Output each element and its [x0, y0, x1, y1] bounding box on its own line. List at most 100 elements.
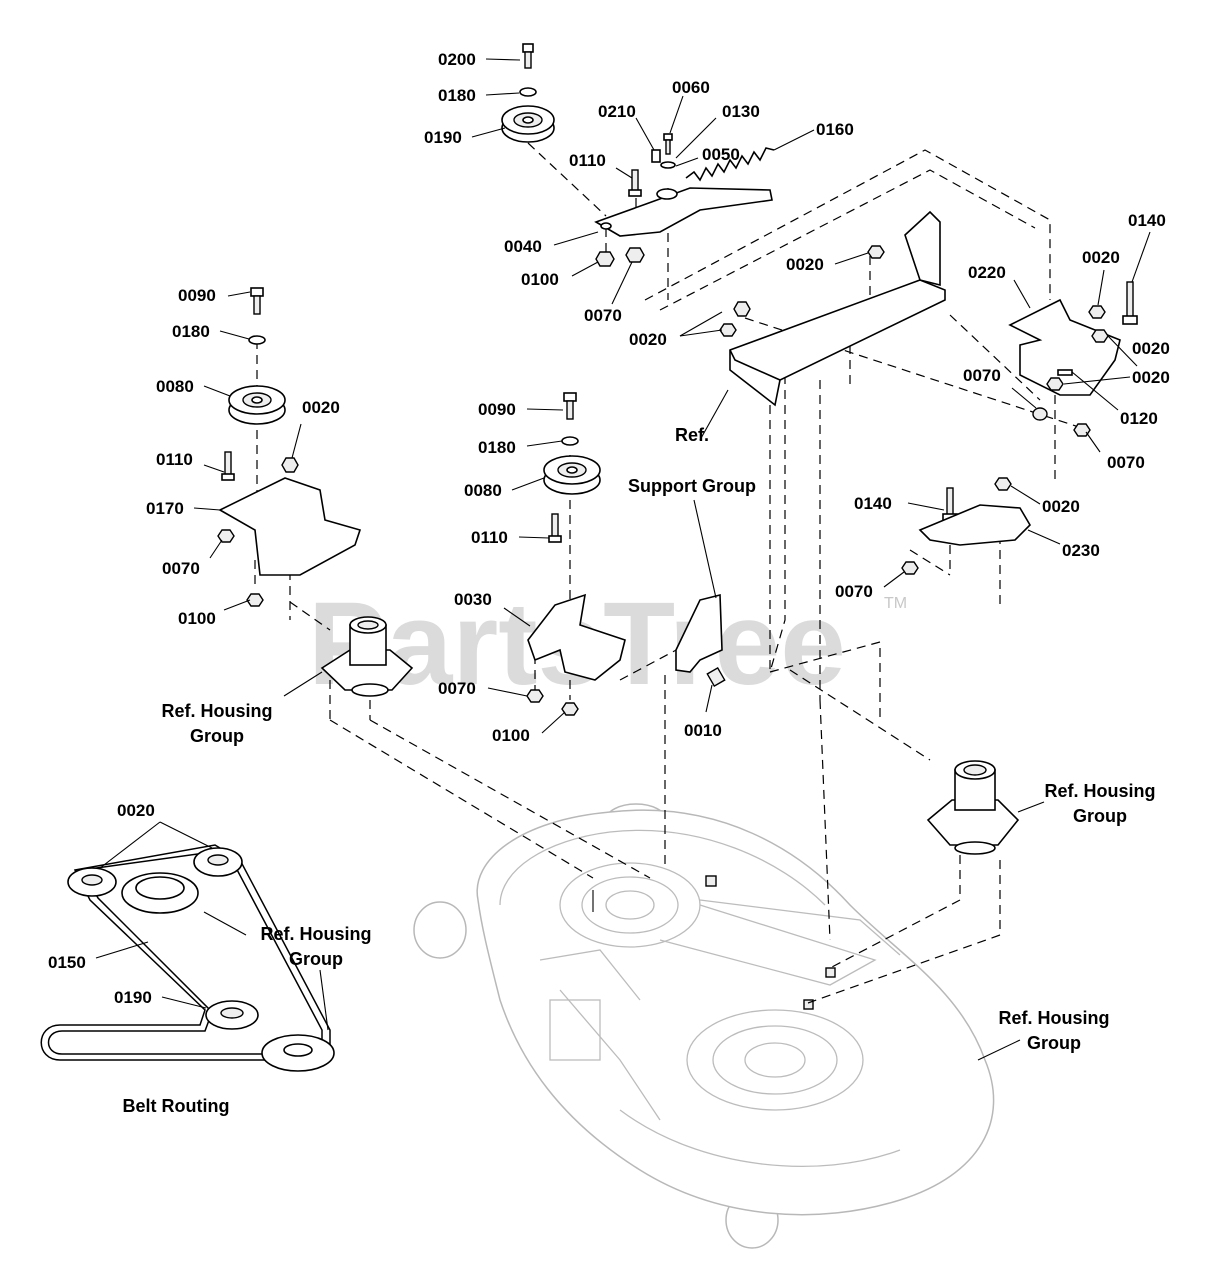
label-0130: 0130 [722, 102, 760, 121]
label-0170: 0170 [146, 499, 184, 518]
label-0180: 0180 [438, 86, 476, 105]
label-0090: 0090 [478, 400, 516, 419]
ref-housing-left-line1: Ref. Housing [162, 701, 273, 721]
label-0070: 0070 [963, 366, 1001, 385]
label-0160: 0160 [816, 120, 854, 139]
nut-0070-right-a [1032, 407, 1048, 421]
spring-0160 [685, 147, 775, 182]
nut-0020-left [281, 457, 299, 473]
belt-routing-caption: Belt Routing [123, 1096, 230, 1116]
nut-0070-right-b [1073, 423, 1091, 437]
label-0100: 0100 [521, 270, 559, 289]
reference-labels: Ref. Support Group Ref. Housing Group Re… [123, 425, 1156, 1116]
bolt-0200 [522, 43, 534, 69]
label-0020: 0020 [302, 398, 340, 417]
bracket-0230 [918, 504, 1032, 546]
leader-lines [95, 58, 1151, 1061]
label-0010: 0010 [684, 721, 722, 740]
washer-0180-mid [561, 436, 579, 446]
ref-housing-deck-line1: Ref. Housing [999, 1008, 1110, 1028]
ref-support-line1: Ref. [675, 425, 709, 445]
idler-arm-0040 [594, 187, 773, 237]
label-0020: 0020 [1082, 248, 1120, 267]
support-strap [675, 593, 723, 673]
nut-0100-mid [561, 702, 579, 716]
belt-routing [40, 844, 335, 1072]
nut-0070-right-c [901, 561, 919, 575]
nut-0020-d [1091, 329, 1109, 343]
label-0070: 0070 [1107, 453, 1145, 472]
label-0050: 0050 [702, 145, 740, 164]
housing-left [320, 616, 414, 697]
label-0060: 0060 [672, 78, 710, 97]
label-0110: 0110 [569, 151, 606, 170]
pulley-0080-left [228, 385, 286, 425]
label-0100: 0100 [492, 726, 530, 745]
label-0140: 0140 [854, 494, 892, 513]
label-0040: 0040 [504, 237, 542, 256]
housing-right [926, 760, 1020, 855]
bolt-0120 [1057, 369, 1073, 376]
label-0210: 0210 [598, 102, 636, 121]
nut-0070-mid [526, 689, 544, 703]
label-0190: 0190 [424, 128, 462, 147]
label-0200: 0200 [438, 50, 476, 69]
bracket-0170 [218, 477, 362, 576]
ref-support-line2: Support Group [628, 476, 756, 496]
ref-housing-belt-line1: Ref. Housing [261, 924, 372, 944]
nut-0020-right [994, 477, 1012, 491]
ref-housing-deck-line2: Group [1027, 1033, 1081, 1053]
watermark-tm: TM [884, 595, 907, 612]
label-0110: 0110 [471, 528, 508, 547]
mower-deck [413, 803, 995, 1249]
label-0070: 0070 [162, 559, 200, 578]
nut-0100-top [595, 251, 615, 267]
label-0080: 0080 [156, 377, 194, 396]
label-0100: 0100 [178, 609, 216, 628]
label-0140: 0140 [1128, 211, 1166, 230]
ref-housing-right-line1: Ref. Housing [1045, 781, 1156, 801]
stud-0110-left [221, 451, 235, 481]
label-0070: 0070 [584, 306, 622, 325]
pulley-0190-top [501, 105, 555, 143]
label-0020: 0020 [629, 330, 667, 349]
label-0220: 0220 [968, 263, 1006, 282]
label-0020: 0020 [117, 801, 155, 820]
nut-0070-top [625, 247, 645, 263]
ref-housing-left-line2: Group [190, 726, 244, 746]
bolt-0060 [663, 133, 673, 155]
label-0110: 0110 [156, 450, 193, 469]
nut-0100-left [246, 593, 264, 607]
label-0020: 0020 [1132, 339, 1170, 358]
bolt-0090-mid [563, 392, 577, 420]
label-0120: 0120 [1120, 409, 1158, 428]
pulley-0080-mid [543, 455, 601, 495]
ref-housing-belt-line2: Group [289, 949, 343, 969]
support-bracket [729, 210, 946, 407]
label-0030: 0030 [454, 590, 492, 609]
label-0230: 0230 [1062, 541, 1100, 560]
stud-0110-top [628, 169, 642, 197]
label-0180: 0180 [172, 322, 210, 341]
label-0090: 0090 [178, 286, 216, 305]
bolt-0090-left [250, 287, 264, 315]
washer-0180-left [248, 335, 266, 345]
idler-arm-hole [600, 222, 612, 230]
label-0020: 0020 [1042, 497, 1080, 516]
label-0020: 0020 [1132, 368, 1170, 387]
screw-0010 [706, 666, 726, 688]
nut-0020-e [1046, 377, 1064, 391]
ref-housing-right-line2: Group [1073, 806, 1127, 826]
stud-0110-mid [548, 513, 562, 543]
bracket-0220 [1008, 298, 1121, 396]
label-0190: 0190 [114, 988, 152, 1007]
label-0070: 0070 [438, 679, 476, 698]
bolt-0210 [651, 149, 661, 163]
nut-0020-c [1088, 305, 1106, 319]
nut-0020-b [719, 323, 737, 337]
label-0180: 0180 [478, 438, 516, 457]
label-0080: 0080 [464, 481, 502, 500]
nut-0070-left [217, 529, 235, 543]
part-labels: 0200 0180 0190 0210 0060 0130 0050 0160 … [48, 50, 1170, 1007]
